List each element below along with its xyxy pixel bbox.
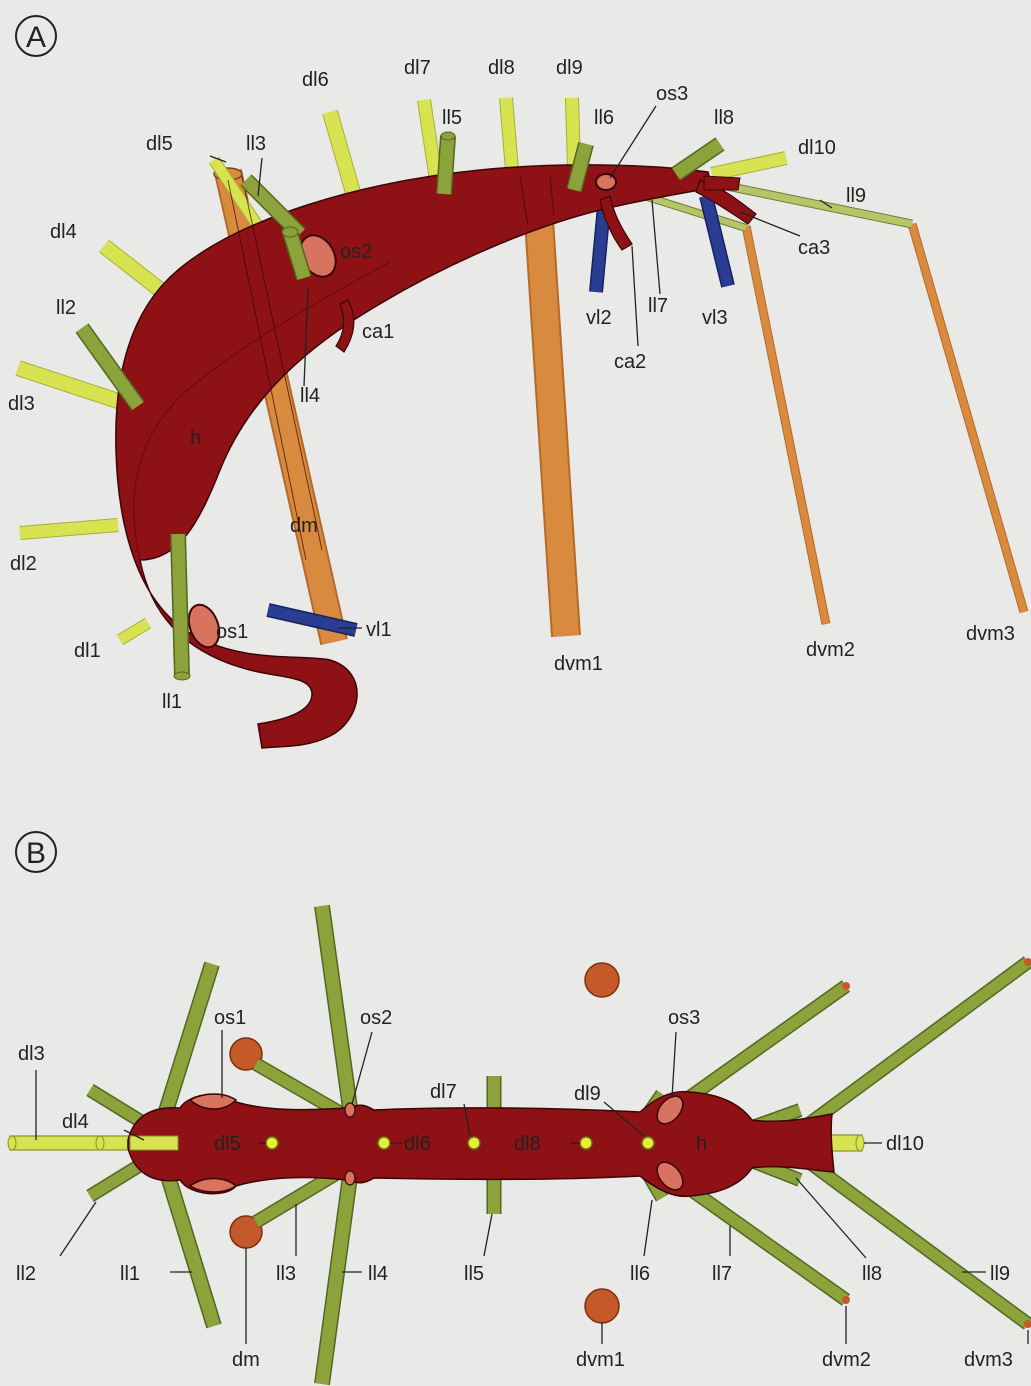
ball-dvm1-top <box>585 963 619 997</box>
panel-b: B <box>8 832 1031 1384</box>
label-b-os3: os3 <box>668 1007 700 1029</box>
label-b-h: h <box>696 1133 707 1155</box>
label-b-dvm1: dvm1 <box>576 1349 625 1371</box>
label-a-dvm3: dvm3 <box>966 623 1015 645</box>
label-a-dl10: dl10 <box>798 137 836 159</box>
label-a-os1: os1 <box>216 621 248 643</box>
label-b-dl7: dl7 <box>430 1081 457 1103</box>
label-a-os3: os3 <box>656 83 688 105</box>
panel-b-letter: B <box>26 837 46 870</box>
label-a-vl3: vl3 <box>702 307 728 329</box>
label-b-dl10: dl10 <box>886 1133 924 1155</box>
label-a-ll2: ll2 <box>56 297 76 319</box>
label-a-ll7: ll7 <box>648 295 668 317</box>
label-a-dl3: dl3 <box>8 393 35 415</box>
label-b-ll9: ll9 <box>990 1263 1010 1285</box>
os2-ostium-b <box>345 1103 355 1117</box>
label-a-ll1: ll1 <box>162 691 182 713</box>
label-b-dl3: dl3 <box>18 1043 45 1065</box>
label-b-dl9: dl9 <box>574 1083 601 1105</box>
label-b-ll8: ll8 <box>862 1263 882 1285</box>
ball-dvm1-bottom <box>585 1289 619 1323</box>
label-a-dl2: dl2 <box>10 553 37 575</box>
label-b-dl6: dl6 <box>404 1133 431 1155</box>
label-a-ll3: ll3 <box>246 133 266 155</box>
label-a-ll5: ll5 <box>442 107 462 129</box>
label-b-dl5: dl5 <box>214 1133 241 1155</box>
label-a-vl2: vl2 <box>586 307 612 329</box>
label-a-h: h <box>190 427 201 449</box>
label-a-dl5: dl5 <box>146 133 173 155</box>
label-b-ll5: ll5 <box>464 1263 484 1285</box>
dl6-dot <box>378 1137 390 1149</box>
label-a-dvm1: dvm1 <box>554 653 603 675</box>
label-a-ll4: ll4 <box>300 385 320 407</box>
label-a-ca3: ca3 <box>798 237 830 259</box>
panel-a-marker: A <box>16 16 56 56</box>
dl5-dot <box>266 1137 278 1149</box>
panel-b-marker: B <box>16 832 56 872</box>
label-a-dl9: dl9 <box>556 57 583 79</box>
label-b-ll1: ll1 <box>120 1263 140 1285</box>
panel-a-letter: A <box>26 21 46 54</box>
label-b-ll7: ll7 <box>712 1263 732 1285</box>
label-a-ll9: ll9 <box>846 185 866 207</box>
label-a-ca1: ca1 <box>362 321 394 343</box>
label-a-dl8: dl8 <box>488 57 515 79</box>
label-b-ll3: ll3 <box>276 1263 296 1285</box>
heart-body-a <box>116 165 712 748</box>
label-b-dl8: dl8 <box>514 1133 541 1155</box>
label-b-dl4: dl4 <box>62 1111 89 1133</box>
label-b-os1: os1 <box>214 1007 246 1029</box>
label-a-ca2: ca2 <box>614 351 646 373</box>
label-b-ll4: ll4 <box>368 1263 388 1285</box>
heart-tube-a <box>116 165 756 748</box>
label-a-dvm2: dvm2 <box>806 639 855 661</box>
label-a-ll6: ll6 <box>594 107 614 129</box>
label-a-ll8: ll8 <box>714 107 734 129</box>
label-a-os2: os2 <box>340 241 372 263</box>
os3-ostium <box>596 174 616 190</box>
dl9-dot <box>642 1137 654 1149</box>
label-b-dvm2: dvm2 <box>822 1349 871 1371</box>
label-b-os2: os2 <box>360 1007 392 1029</box>
label-a-dl7: dl7 <box>404 57 431 79</box>
dl7-dot <box>468 1137 480 1149</box>
panel-a: A <box>8 16 1024 748</box>
label-a-vl1: vl1 <box>366 619 392 641</box>
label-a-dl6: dl6 <box>302 69 329 91</box>
dl4-muscle-b <box>130 1136 178 1150</box>
label-b-ll2: ll2 <box>16 1263 36 1285</box>
label-a-dl1: dl1 <box>74 640 101 662</box>
label-b-dvm3: dvm3 <box>964 1349 1013 1371</box>
dl8-dot <box>580 1137 592 1149</box>
label-a-dl4: dl4 <box>50 221 77 243</box>
label-b-dm: dm <box>232 1349 260 1371</box>
label-b-ll6: ll6 <box>630 1263 650 1285</box>
label-a-dm: dm <box>290 515 318 537</box>
